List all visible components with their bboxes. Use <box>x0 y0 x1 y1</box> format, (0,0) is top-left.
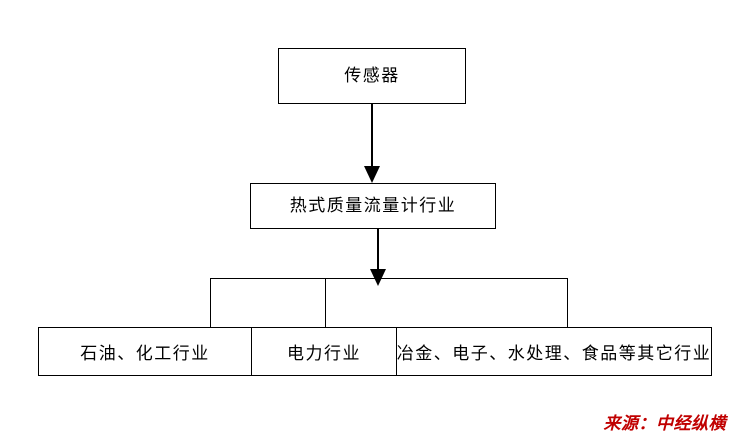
node-petroleum-chemical: 石油、化工行业 <box>39 328 251 375</box>
connector-bracket-drop-right <box>567 278 568 328</box>
node-power-industry-label: 电力行业 <box>287 344 361 363</box>
connector-bracket-drop-middle <box>325 278 326 328</box>
connector-bracket-drop-left <box>210 278 211 328</box>
node-industry: 热式质量流量计行业 <box>250 183 496 229</box>
downstream-node-row: 石油、化工行业 电力行业 冶金、电子、水处理、食品等其它行业 <box>38 327 712 376</box>
node-petroleum-chemical-label: 石油、化工行业 <box>80 344 210 363</box>
arrow-down-icon <box>364 166 380 183</box>
arrow-down-icon <box>370 269 386 286</box>
node-sensor: 传感器 <box>278 48 466 104</box>
connector-industry-to-downstream-stem <box>377 229 379 273</box>
connector-sensor-to-industry-stem <box>371 104 373 170</box>
connector-bracket-horizontal <box>210 278 568 279</box>
node-power-industry: 电力行业 <box>251 328 396 375</box>
node-other-industries-label: 冶金、电子、水处理、食品等其它行业 <box>396 344 712 363</box>
node-sensor-label: 传感器 <box>344 65 400 85</box>
source-credit: 来源：中经纵横 <box>603 414 726 433</box>
node-industry-label: 热式质量流量计行业 <box>289 195 457 215</box>
node-other-industries: 冶金、电子、水处理、食品等其它行业 <box>396 328 711 375</box>
